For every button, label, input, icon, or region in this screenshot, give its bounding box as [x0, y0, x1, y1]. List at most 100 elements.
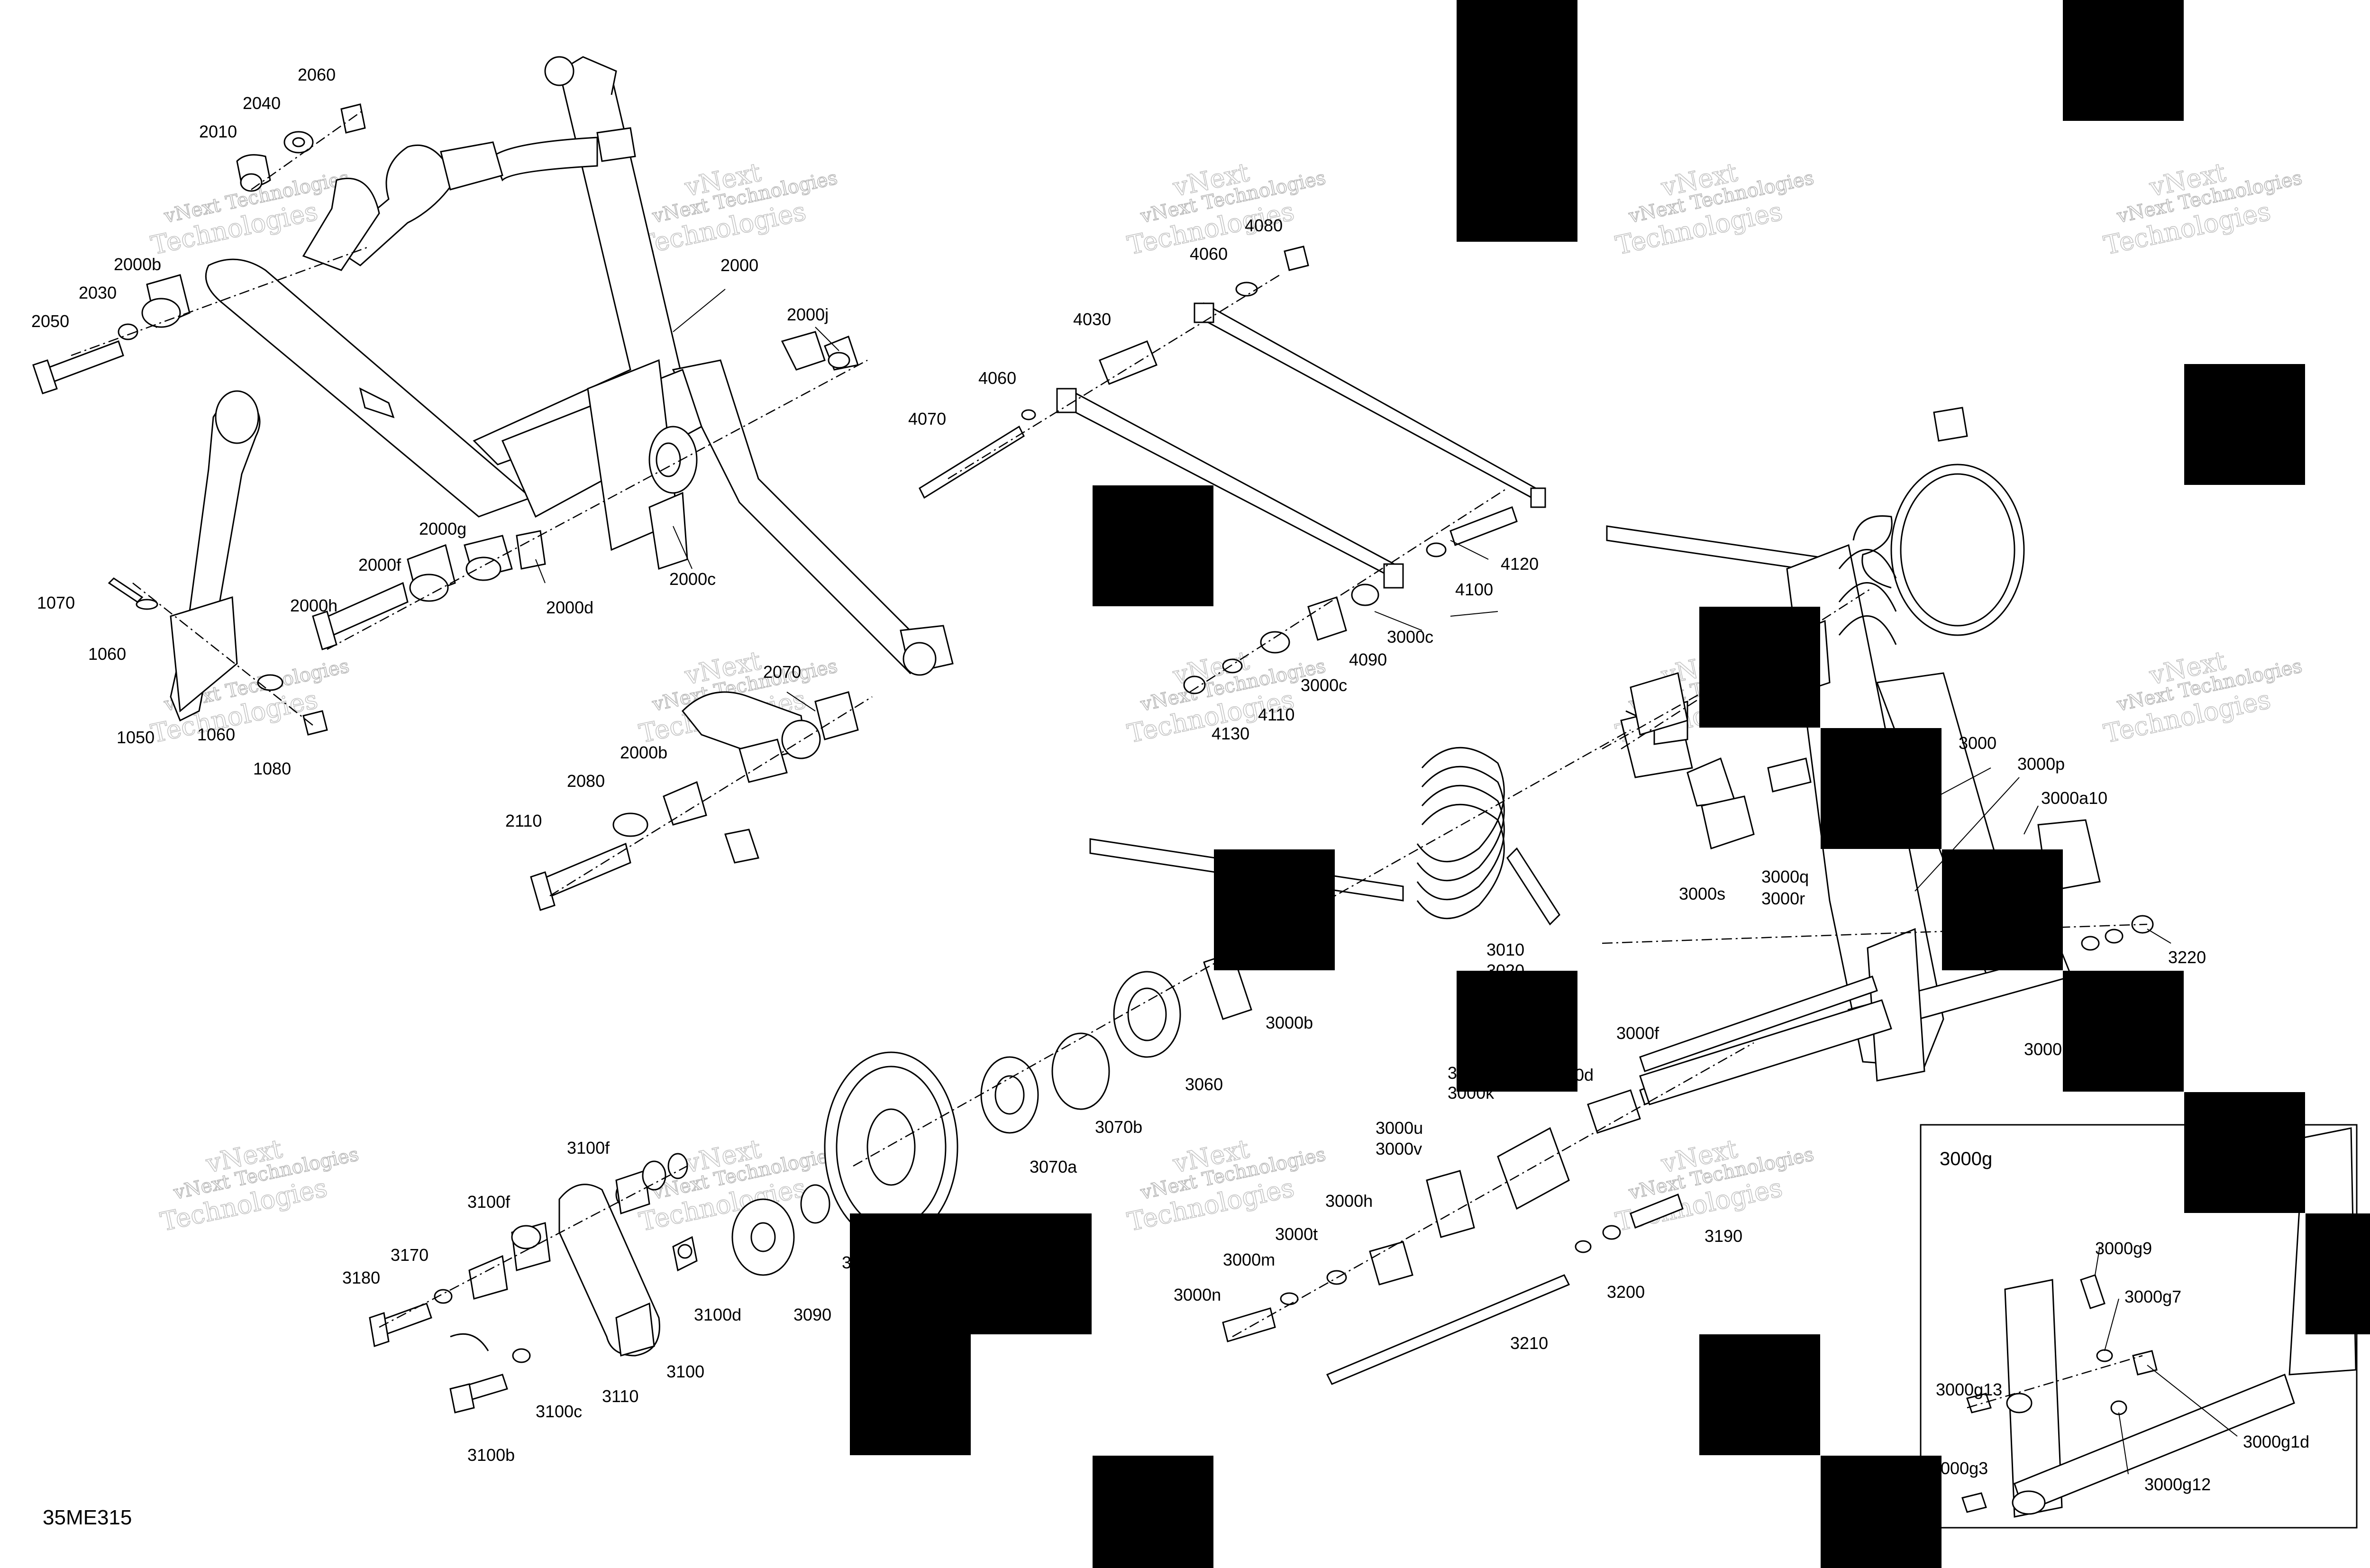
redaction-block [2063, 971, 2184, 1092]
callout-3000v: 3000v [1376, 1139, 1422, 1158]
callout-3000g7: 3000g7 [2124, 1287, 2181, 1306]
redaction-block [850, 1334, 971, 1455]
callout-3210: 3210 [1510, 1333, 1548, 1353]
callout-2040: 2040 [243, 93, 281, 113]
callout-3000g13: 3000g13 [1936, 1380, 2002, 1399]
callout-1070: 1070 [37, 593, 75, 612]
callout-3070a: 3070a [1030, 1157, 1077, 1176]
redaction-block [1457, 971, 1577, 1092]
callout-2010: 2010 [199, 122, 237, 141]
callout-3000-partial: 3000 [2024, 1039, 2062, 1059]
callout-3000m: 3000m [1223, 1250, 1275, 1269]
watermark-layer: vNext Technologies Technologies vNext vN… [148, 157, 2304, 1238]
callout-3000p: 3000p [2017, 754, 2065, 774]
callout-2000: 2000 [720, 255, 758, 275]
redaction-blocks [850, 0, 2370, 1568]
callout-3180: 3180 [342, 1268, 380, 1287]
callout-3010: 3010 [1486, 940, 1524, 959]
callout-3170: 3170 [391, 1245, 428, 1265]
watermark: vNext vNext Technologies Technologies [157, 1133, 361, 1238]
watermark: vNext vNext Technologies Technologies [1124, 1133, 1328, 1238]
callout-4110: 4110 [1258, 705, 1294, 724]
diagram-code: 35ME315 [43, 1506, 132, 1529]
watermark: vNext vNext Technologies Technologies [2101, 157, 2304, 261]
tie-rods [919, 246, 1546, 694]
pedal-lever [108, 390, 328, 736]
callout-2000g: 2000g [419, 519, 466, 538]
upper-arm-frame [205, 56, 954, 759]
redaction-block [1821, 1456, 1942, 1568]
redaction-block [2306, 1213, 2370, 1334]
callout-4100: 4100 [1455, 580, 1493, 599]
redaction-block [2063, 0, 2184, 121]
redaction-block [1821, 728, 1942, 849]
callout-1060-b: 1060 [197, 725, 235, 744]
callout-2000c: 2000c [669, 569, 716, 589]
redaction-block [1214, 849, 1335, 970]
callout-3100f: 3100f [567, 1138, 610, 1158]
callout-2060: 2060 [298, 65, 336, 84]
callout-3000q: 3000q [1761, 867, 1809, 886]
callout-4060: 4060 [1190, 244, 1228, 264]
callout-2050: 2050 [31, 311, 69, 331]
callout-1060: 1060 [88, 644, 126, 664]
callout-3100f-b: 3100f [467, 1192, 510, 1212]
callout-3000f: 3000f [1616, 1023, 1659, 1043]
redaction-block [1457, 0, 1577, 242]
callout-3000c-b: 3000c [1301, 675, 1347, 695]
callout-3220: 3220 [2168, 948, 2206, 967]
callout-1050: 1050 [117, 728, 155, 747]
callout-3100d: 3100d [694, 1305, 741, 1324]
callout-3060: 3060 [1185, 1075, 1223, 1094]
callout-3000b: 3000b [1266, 1013, 1313, 1032]
callout-2000h: 2000h [290, 596, 337, 615]
callout-3000s: 3000s [1679, 884, 1725, 903]
callout-3200: 3200 [1607, 1282, 1645, 1302]
callout-3000n: 3000n [1174, 1285, 1221, 1304]
redaction-block [2184, 1092, 2305, 1213]
callout-3000g1d: 3000g1d [2243, 1432, 2309, 1451]
watermark: vNext vNext Technologies Technologies [1124, 157, 1328, 261]
redaction-block [1699, 607, 1820, 728]
callout-2030: 2030 [79, 283, 117, 302]
callout-2000d: 2000d [546, 598, 593, 617]
shaft-assembly [1222, 999, 1892, 1385]
callout-0d-partial: 0d [1575, 1065, 1594, 1085]
callout-4060-b: 4060 [978, 368, 1016, 388]
callout-2000f: 2000f [358, 555, 401, 574]
callout-4030: 4030 [1073, 310, 1111, 329]
redaction-block [850, 1213, 1092, 1334]
callout-2070: 2070 [763, 662, 801, 682]
callout-3190: 3190 [1705, 1226, 1742, 1246]
callout-3100b: 3100b [467, 1445, 515, 1465]
callout-3000g9: 3000g9 [2095, 1239, 2152, 1258]
watermark: vNext vNext Technologies Technologies [1613, 157, 1816, 261]
leader-lines [535, 289, 2238, 1475]
callout-3000: 3000 [1959, 733, 1996, 753]
callout-4130: 4130 [1212, 724, 1249, 743]
callout-2000b-lower: 2000b [620, 743, 667, 762]
callout-4090: 4090 [1349, 650, 1387, 669]
callout-3110: 3110 [602, 1386, 638, 1406]
redaction-block [1699, 1334, 1820, 1455]
callout-3-partial-b: 3 [842, 1253, 851, 1272]
callout-1080: 1080 [253, 759, 291, 778]
callout-4080: 4080 [1245, 216, 1283, 235]
parts-layer [32, 56, 2358, 1529]
callout-2000b: 2000b [114, 255, 161, 274]
callout-3000u: 3000u [1376, 1118, 1423, 1138]
callout-3000t: 3000t [1275, 1224, 1318, 1244]
callout-3000r: 3000r [1761, 889, 1805, 908]
callout-2080: 2080 [567, 771, 605, 791]
watermark: vNext vNext Technologies Technologies [636, 157, 839, 261]
callout-3000h: 3000h [1325, 1191, 1373, 1211]
redaction-block [1093, 1456, 1213, 1568]
callout-3100: 3100 [666, 1362, 704, 1381]
callout-4070: 4070 [908, 409, 946, 428]
callout-3070b: 3070b [1095, 1117, 1142, 1137]
redaction-block [2184, 364, 2305, 485]
callout-2110: 2110 [505, 811, 542, 830]
callout-3000g12: 3000g12 [2144, 1475, 2211, 1494]
redaction-block [1942, 849, 2063, 970]
